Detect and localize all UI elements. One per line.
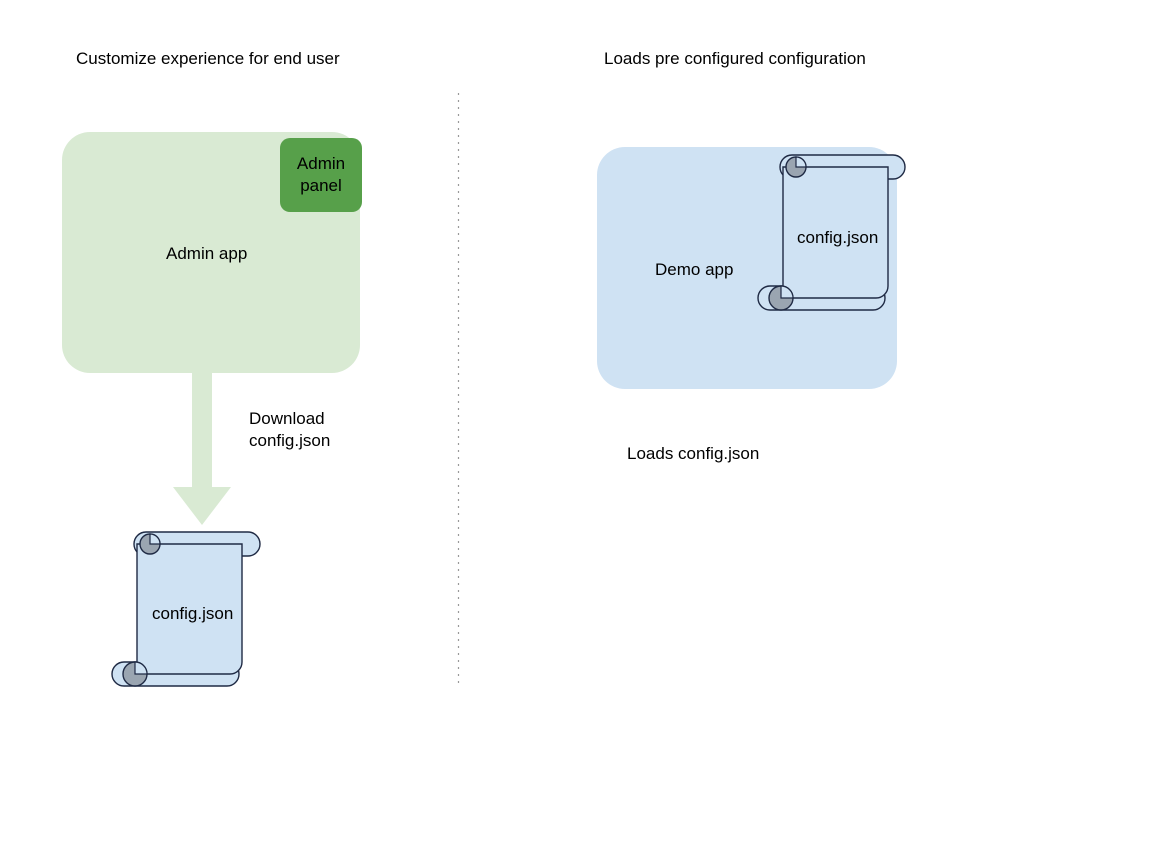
config-document-label-left: config.json xyxy=(152,604,234,623)
document-page-left xyxy=(136,543,243,675)
download-arrow xyxy=(173,360,231,525)
config-document-right xyxy=(757,154,906,311)
section-title-left: Customize experience for end user xyxy=(76,49,340,68)
document-top-roll-curl-left xyxy=(149,533,161,545)
loads-config-caption: Loads config.json xyxy=(627,444,760,463)
admin-panel-label[interactable]: Admin panel xyxy=(296,154,346,195)
section-title-right: Loads pre configured configuration xyxy=(604,49,866,68)
document-bottom-roll-curl-right xyxy=(780,285,794,299)
document-bottom-roll-curl-left xyxy=(134,661,148,675)
demo-app-label: Demo app xyxy=(655,260,734,279)
admin-app-label: Admin app xyxy=(166,244,248,263)
config-document-label-right: config.json xyxy=(797,228,879,247)
config-document-left xyxy=(111,531,261,687)
document-page-right xyxy=(782,166,889,299)
admin-panel-box xyxy=(280,138,362,212)
document-top-roll-curl-right xyxy=(795,156,807,168)
download-arrow-label: Download config.json xyxy=(249,409,331,450)
